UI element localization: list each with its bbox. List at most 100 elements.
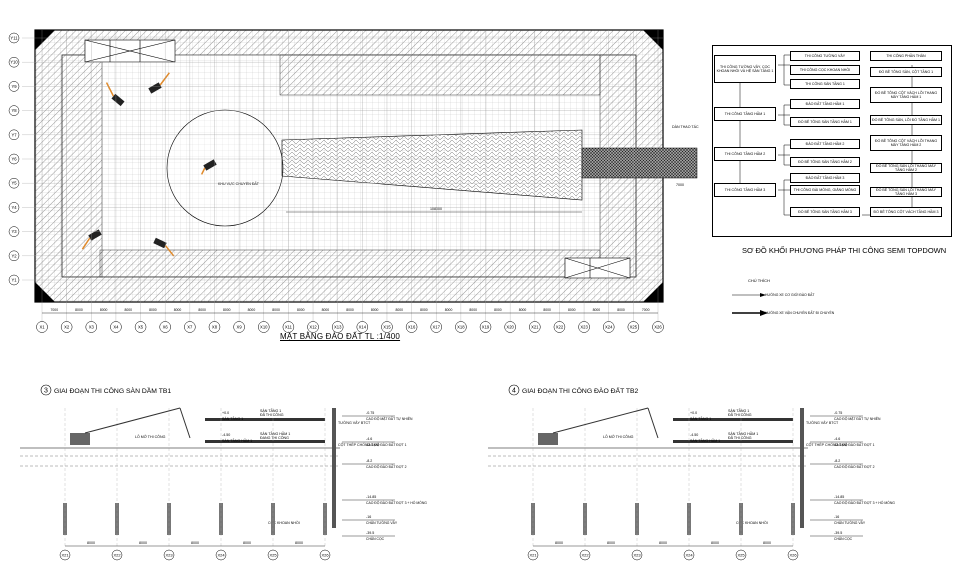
temp-column-label: CỘT THÉP CHỐNG TẠM xyxy=(338,442,379,447)
axis-label: X24 xyxy=(217,553,225,558)
axis-bubble-x xyxy=(479,321,492,333)
slab-1-note: ĐÃ THI CÔNG xyxy=(260,412,284,417)
level-name: SÀN TẦNG 1 xyxy=(690,417,711,421)
dimension-label: 8000 xyxy=(555,541,563,545)
dimension-label: 8000 xyxy=(100,308,108,312)
temp-column-label: CỘT THÉP CHỐNG TẠM xyxy=(806,442,847,447)
dimension-label: 8000 xyxy=(763,541,771,545)
axis-label-y: Y10 xyxy=(10,60,18,65)
flow-step-structure: ĐỔ BÊ TÔNG SÀN LÕI THANG MÁY TẦNG HẦM 3 xyxy=(870,187,942,197)
section-number-bubble xyxy=(40,384,52,396)
axis-label-x: X26 xyxy=(654,325,662,330)
axis-bubble-y xyxy=(8,202,20,213)
corner-triangle xyxy=(35,30,55,50)
flow-step-sub: ĐỔ BÊ TÔNG SÀN TẦNG HẦM 2 xyxy=(790,157,860,167)
axis-bubble xyxy=(631,549,643,561)
slab-strip-bottom xyxy=(99,249,601,278)
axis-label: X25 xyxy=(737,553,745,558)
dimension-label: 8000 xyxy=(593,308,601,312)
slab-2-note: ĐÃ THI CÔNG xyxy=(728,435,752,440)
axis-label-x: X4 xyxy=(113,325,119,330)
axis-bubble-y xyxy=(8,105,20,116)
flow-step-structure: ĐỔ BÊ TÔNG CỘT VÁCH LÕI THANG MÁY TẦNG H… xyxy=(870,87,942,103)
legend-item-truck-direction: HƯỚNG XE VẬN CHUYỂN ĐẤT ĐI CHUYỂN xyxy=(765,311,835,315)
axis-label: X23 xyxy=(633,553,641,558)
slab-1-note: SÀN TẦNG 1 xyxy=(260,409,281,413)
dimension-label: 8000 xyxy=(124,308,132,312)
dimension-label: 8000 xyxy=(346,308,354,312)
level-tag: +0.0 xyxy=(690,411,697,415)
axis-label: X21 xyxy=(61,553,69,558)
excavator-icon xyxy=(153,237,175,257)
axis-bubble-y xyxy=(8,274,20,286)
flow-step-structure: ĐỔ BÊ TÔNG SÀN, CỘT TẦNG 1 xyxy=(870,67,942,77)
elevation-value: -8.2 xyxy=(834,459,840,463)
strut-bottom-right xyxy=(564,257,631,279)
strut-top-left xyxy=(84,39,176,63)
dimension-label: 8000 xyxy=(519,308,527,312)
slab-1-note: ĐÃ THI CÔNG xyxy=(728,412,752,417)
slab-level-1 xyxy=(673,418,793,421)
legend-arrows xyxy=(732,293,768,316)
axis-label-x: X8 xyxy=(212,325,218,330)
dimension-label: 8000 xyxy=(75,308,83,312)
axis-bubble-x xyxy=(381,321,393,333)
axis-bubble xyxy=(683,549,695,561)
flow-step-structure: ĐỔ BÊ TÔNG CỘT VÁCH TẦNG HẦM 3 xyxy=(870,207,942,217)
axis-label-x: X24 xyxy=(605,325,613,330)
pump-boom xyxy=(84,407,181,434)
dimension-label: 8000 xyxy=(469,308,477,312)
dimension-label: 8000 xyxy=(297,308,305,312)
slab-basement-1 xyxy=(673,440,793,443)
diaphragm-wall xyxy=(332,408,336,528)
dimension-label: 8000 xyxy=(711,541,719,545)
axis-label-x: X7 xyxy=(187,325,193,330)
axis-label-x: X9 xyxy=(237,325,243,330)
elevation-note: CAO ĐỘ ĐÀO ĐẤT ĐỢT 3 + HỐ MÓNG xyxy=(834,500,895,505)
elevation-value: -16 xyxy=(366,515,371,519)
axis-label-x: X5 xyxy=(138,325,144,330)
truck-icon xyxy=(200,159,217,175)
axis-label-y: Y5 xyxy=(11,181,17,186)
axis-bubble-x xyxy=(627,321,640,333)
pump-boom xyxy=(552,407,649,434)
axis-bubble xyxy=(215,549,227,561)
flow-step-structure: ĐỔ BÊ TÔNG SÀN LÕI THANG MÁY TẦNG HẦM 2 xyxy=(870,163,942,173)
flow-step-main: THI CÔNG TẦNG HẦM 3 xyxy=(714,183,776,197)
slab-2-note: SÀN TẦNG HẦM 1 xyxy=(728,432,758,436)
axis-label-x: X23 xyxy=(580,325,588,330)
axis-bubble-y xyxy=(8,129,20,141)
wall-label: TƯỜNG VÂY BTCT xyxy=(338,420,371,425)
level-name: SÀN TẦNG 1 xyxy=(222,417,243,421)
opening-label: LỖ MỞ THI CÔNG xyxy=(603,434,634,439)
pump-truck-icon xyxy=(538,433,558,445)
dimension-label: 8000 xyxy=(494,308,502,312)
axis-label: X26 xyxy=(321,553,329,558)
axis-bubble-x xyxy=(405,321,418,333)
dimension-label: 8000 xyxy=(139,541,147,545)
dimension-label: 7000 xyxy=(51,308,59,312)
dimension-label: 8000 xyxy=(191,541,199,545)
slab-level-1 xyxy=(205,418,325,421)
axis-bubble-x xyxy=(134,321,147,333)
axis-label-x: X3 xyxy=(89,325,95,330)
axis-label-y: Y6 xyxy=(11,157,17,162)
opening-label: LỖ MỞ THI CÔNG xyxy=(135,434,166,439)
axis-bubble-x xyxy=(307,321,319,333)
axis-label: X22 xyxy=(581,553,589,558)
section-number-bubble xyxy=(508,384,520,396)
axis-bubble xyxy=(579,549,591,561)
flow-step-sub: ĐỔ BÊ TÔNG SÀN TẦNG HẦM 1 xyxy=(790,117,860,127)
axis-bubble-x xyxy=(602,321,615,333)
pile-label: CỌC KHOAN NHỒI xyxy=(268,520,300,525)
dimension-label: 8000 xyxy=(87,541,95,545)
elevation-value: -8.2 xyxy=(366,459,372,463)
flow-step-structure: THI CÔNG PHẦN THÂN xyxy=(870,51,942,61)
excavation-plan: KHU VỰC CHUYỂN ĐẤT DÀN THAO TÁC 7000 108… xyxy=(8,29,699,333)
dimension-label: 8000 xyxy=(617,308,625,312)
pile-label: CỌC KHOAN NHỒI xyxy=(736,520,768,525)
axis-bubble-x xyxy=(529,321,541,333)
working-platform xyxy=(581,147,698,179)
elevation-value: -16 xyxy=(834,515,839,519)
